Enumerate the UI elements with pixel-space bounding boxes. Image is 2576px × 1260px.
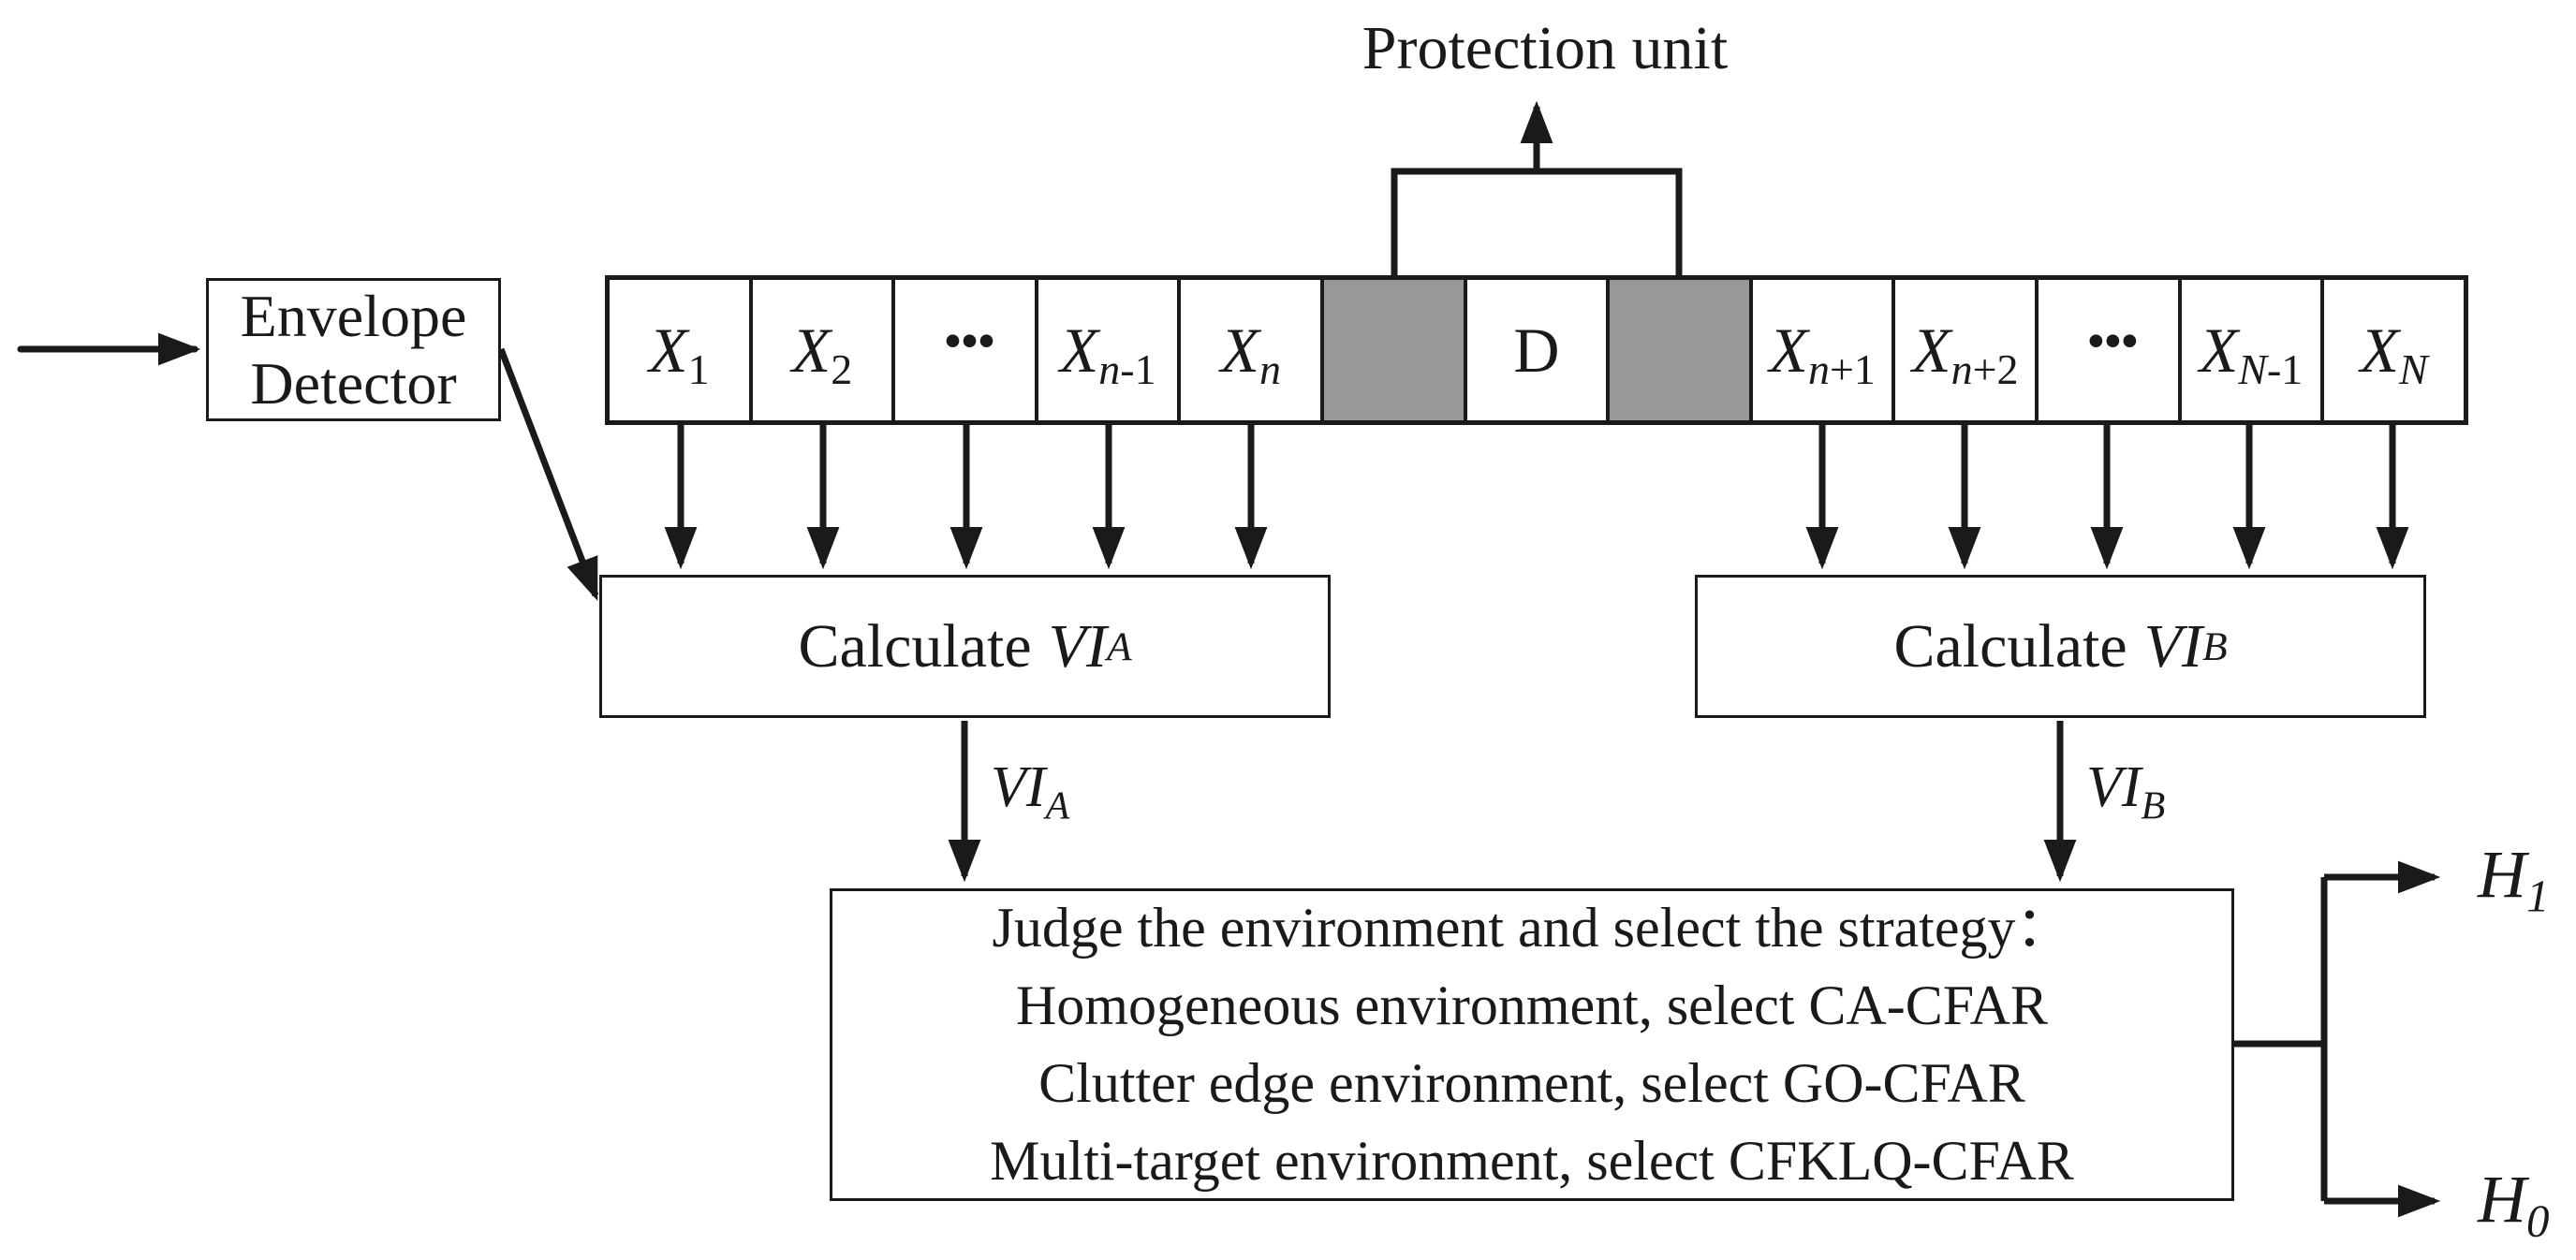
cell-subscript: N: [2399, 344, 2428, 393]
judge-line-3: Clutter edge environment, select GO-CFAR: [1038, 1052, 2025, 1114]
cell-symbol: X: [791, 314, 832, 386]
cell-symbol: X: [2199, 314, 2239, 386]
h1-symbol: H: [2478, 837, 2526, 912]
vib-flow-subscript: B: [2141, 784, 2166, 828]
envelope-detector-box: Envelope Detector: [206, 278, 501, 421]
cell-subscript: n-1: [1098, 344, 1156, 393]
cell-symbol: X: [1220, 314, 1260, 386]
vib-flow-label: VIB: [2086, 755, 2165, 828]
h1-subscript: 1: [2526, 870, 2550, 922]
via-flow-subscript: A: [1045, 784, 1070, 828]
envelope-line2: Detector: [250, 349, 457, 417]
cell-symbol: X: [1769, 314, 1808, 386]
cell-subscript: N-1: [2238, 344, 2304, 393]
protection-bracket: [1391, 168, 1683, 278]
h1-label: H1: [2478, 836, 2549, 922]
cell-subscript: n: [1259, 344, 1282, 393]
judge-line-4: Multi-target environment, select CFKLQ-C…: [990, 1130, 2074, 1192]
ellipsis-cell: ···: [2035, 280, 2178, 420]
calculate-label: Calculate: [798, 611, 1032, 681]
cell-symbol: X: [1059, 314, 1099, 386]
ellipsis-cell: ···: [891, 280, 1035, 420]
cell-symbol: X: [2360, 314, 2400, 386]
cell-subscript: 2: [831, 344, 853, 393]
cell-symbol: X: [1912, 314, 1951, 386]
via-subscript: A: [1106, 623, 1132, 669]
guard-cell: [1320, 280, 1464, 420]
h0-symbol: H: [2478, 1162, 2526, 1237]
envelope-line1: Envelope: [240, 282, 467, 349]
judge-line-2: Homogeneous environment, select CA-CFAR: [1015, 974, 2049, 1036]
cell-symbol: X: [649, 314, 688, 386]
via-flow-label: VIA: [991, 755, 1069, 828]
cell-under-test: D: [1463, 280, 1607, 420]
vib-subscript: B: [2201, 623, 2228, 669]
h0-subscript: 0: [2526, 1194, 2550, 1247]
ellipsis-glyph: ···: [2083, 297, 2142, 385]
guard-cell: [1606, 280, 1749, 420]
ellipsis-glyph: ···: [939, 297, 1000, 385]
envelope-to-row-arrow: [497, 347, 599, 601]
judge-line-1: Judge the environment and select the str…: [992, 897, 2072, 959]
calculate-label: Calculate: [1893, 611, 2127, 681]
via-flow-symbol: VI: [991, 755, 1046, 819]
vib-symbol: VI: [2143, 611, 2202, 681]
h0-label: H0: [2478, 1161, 2549, 1247]
judge-strategy-box: Judge the environment and select the str…: [830, 888, 2234, 1201]
via-symbol: VI: [1048, 611, 1107, 681]
cell-under-test-label: D: [1513, 314, 1560, 386]
vib-flow-symbol: VI: [2086, 755, 2142, 819]
cell-subscript: 1: [687, 344, 710, 393]
cell-subscript: n+2: [1950, 344, 2019, 393]
cell-subscript: n+1: [1807, 344, 1876, 393]
protection-unit-label: Protection unit: [1362, 14, 1729, 82]
